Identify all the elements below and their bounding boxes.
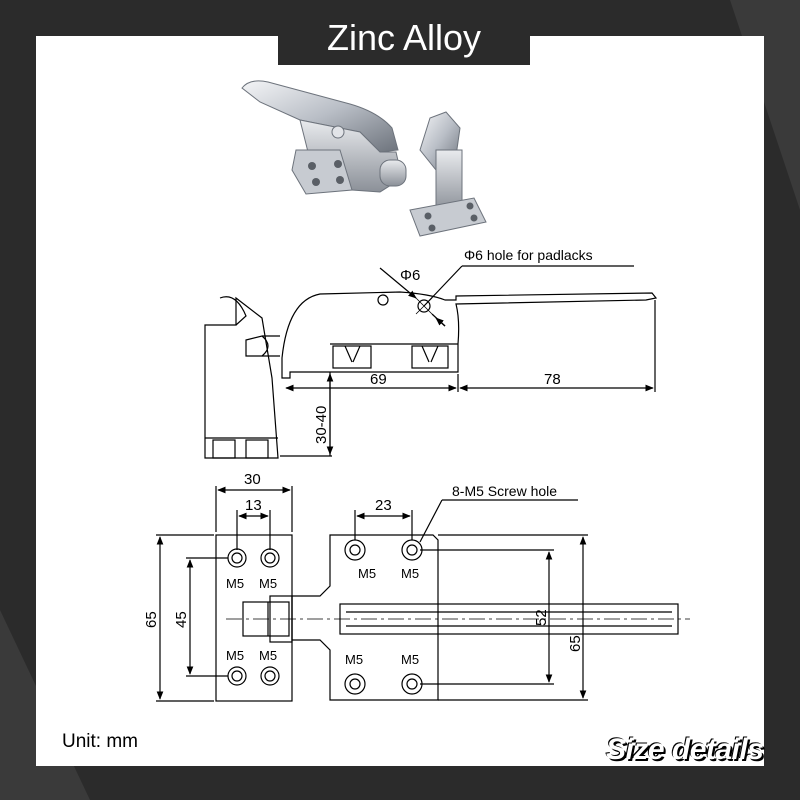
dim-23-label: 23 <box>375 497 392 514</box>
hole-label: M5 <box>226 576 244 591</box>
latch-outline <box>281 291 658 379</box>
strike-block-outline <box>204 296 279 459</box>
unit-label: Unit: mm <box>62 731 138 752</box>
right-body-outline <box>291 534 439 701</box>
dim-30-40-label: 30-40 <box>313 406 330 444</box>
dim-30-label: 30 <box>244 471 261 488</box>
title-banner: Zinc Alloy <box>278 10 530 65</box>
hole-label: M5 <box>226 648 244 663</box>
hole-label: M5 <box>345 652 363 667</box>
dim-45-label: 45 <box>173 611 190 628</box>
page-title: Zinc Alloy <box>326 16 482 58</box>
roller <box>245 335 269 357</box>
dim-13-label: 13 <box>245 497 262 514</box>
screw-hole-callout: 8-M5 Screw hole <box>452 483 557 499</box>
hole-label: M5 <box>401 652 419 667</box>
dim-69-label: 69 <box>370 371 387 388</box>
dim-65-left-label: 65 <box>143 611 160 628</box>
hole-label: M5 <box>358 566 376 581</box>
side-view <box>204 265 658 459</box>
hole-label: M5 <box>401 566 419 581</box>
top-view <box>156 486 690 702</box>
latch-handle-photo <box>241 80 407 195</box>
padlock-hole-callout: Φ6 hole for padlacks <box>464 247 593 263</box>
drawing-labels: Φ6 Φ6 hole for padlacks 69 78 30-40 30 1… <box>143 247 593 667</box>
dim-65-right-label: 65 <box>567 635 584 652</box>
hole-label: M5 <box>259 648 277 663</box>
dim-78-label: 78 <box>544 371 561 388</box>
dim-52-label: 52 <box>533 609 550 626</box>
size-details-caption: Size details <box>606 733 764 766</box>
phi6-label: Φ6 <box>400 267 420 284</box>
strike-photo <box>409 111 487 237</box>
hole-label: M5 <box>259 576 277 591</box>
